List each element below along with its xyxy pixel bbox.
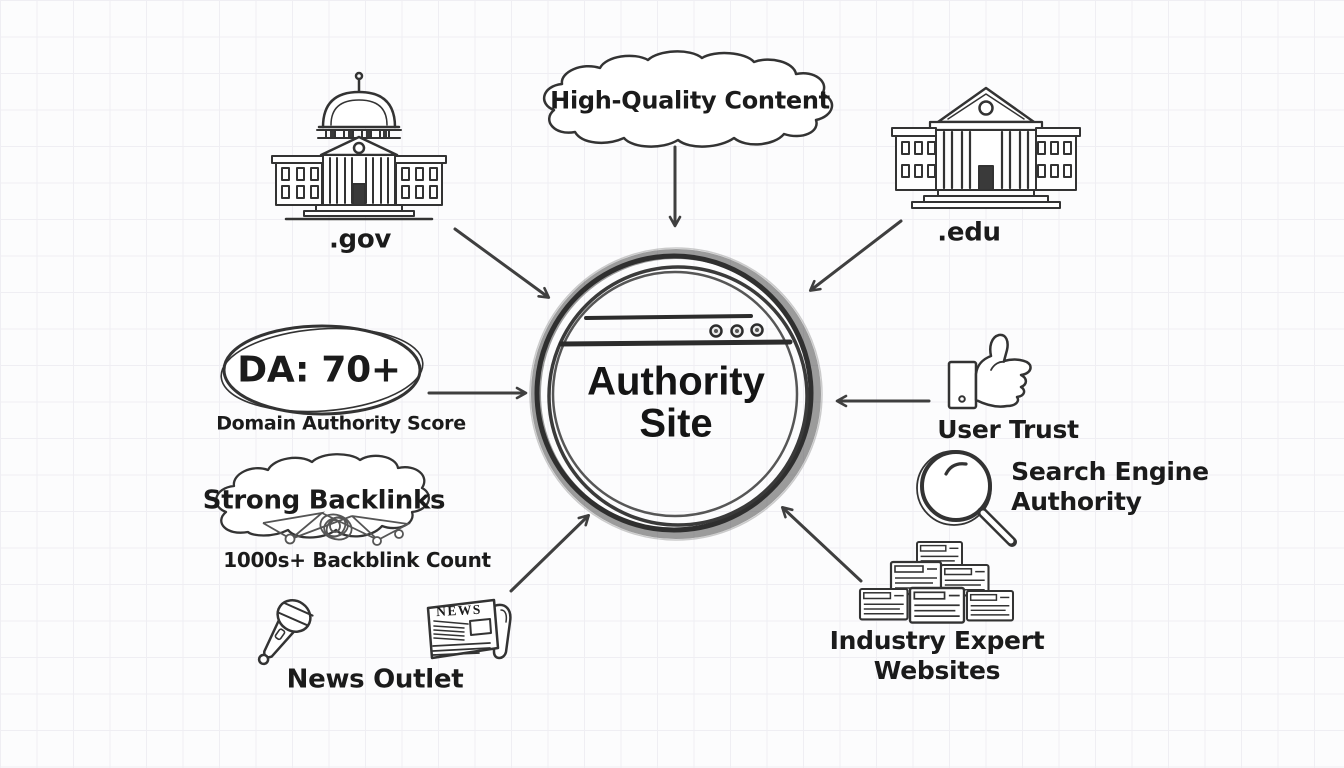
browser-window-icon xyxy=(558,314,793,347)
government-building-icon xyxy=(271,71,447,221)
newspaper-icon xyxy=(426,598,512,660)
domain-authority-caption: Domain Authority Score xyxy=(216,412,466,435)
arrow-experts-to-center xyxy=(780,506,863,583)
authority-circle xyxy=(529,247,823,541)
authority-site-title: Authority Site xyxy=(587,359,765,446)
magnifier-icon xyxy=(916,450,1017,547)
news-outlet-label: News Outlet xyxy=(286,664,464,695)
content-cloud xyxy=(542,50,834,148)
thumbs-up-icon xyxy=(947,333,1032,410)
search-engine-authority-label: Search Engine Authority xyxy=(1011,457,1209,516)
domain-authority-value: DA: 70+ xyxy=(237,349,401,391)
newspaper-masthead: NEWS xyxy=(435,601,483,620)
backlink-count-caption: 1000s+ Backblink Count xyxy=(223,548,491,572)
domain-authority-badge xyxy=(220,324,424,416)
arrow-edu-to-center xyxy=(808,219,903,292)
edu-label: .edu xyxy=(937,217,1001,248)
university-building-icon xyxy=(891,86,1081,209)
arrows-layer xyxy=(427,145,931,593)
arrow-gov-to-center xyxy=(453,227,551,299)
strong-backlinks-label: Strong Backlinks xyxy=(202,485,446,516)
backlinks-cloud xyxy=(215,453,430,546)
high-quality-content-label: High-Quality Content xyxy=(550,86,830,115)
backlink-network-icon xyxy=(262,511,411,546)
arrow-news-to-center xyxy=(509,514,591,593)
microphone-icon xyxy=(257,599,314,666)
gov-label: .gov xyxy=(328,224,392,255)
industry-expert-websites-label: Industry Expert Websites xyxy=(829,626,1045,685)
user-trust-label: User Trust xyxy=(937,415,1079,444)
websites-stack-icon xyxy=(858,541,1015,624)
